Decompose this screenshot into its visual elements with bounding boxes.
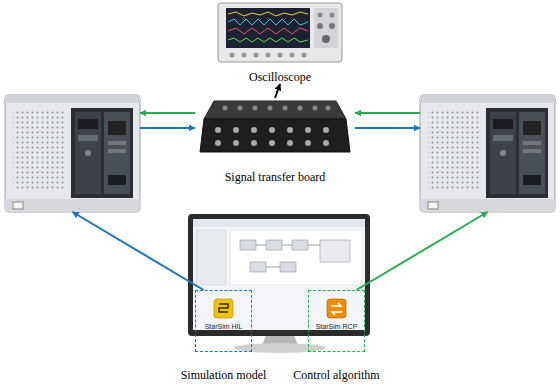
software-box: StarSim HILSimulation model <box>195 290 252 352</box>
oscilloscope-node: Oscilloscope <box>215 0 345 84</box>
signal-arrow <box>73 212 204 290</box>
software-box: StarSim RCPControl algorithm <box>308 290 365 352</box>
icon-caption: StarSim RCP <box>316 322 358 331</box>
signal-board-node: Signal transfer board <box>195 98 355 184</box>
pxi-chassis <box>5 95 140 212</box>
signal-board-image <box>200 101 350 152</box>
signal-arrow <box>140 127 195 129</box>
pxi-chassis-node <box>420 95 555 212</box>
node-label: Signal transfer board <box>225 170 326 184</box>
pxi-chassis <box>420 95 555 212</box>
starsim-hil-icon <box>214 299 233 318</box>
node-label: Control algorithm <box>293 368 379 382</box>
node-label: Simulation model <box>181 368 267 382</box>
computer-monitor <box>188 214 370 353</box>
signal-arrow <box>355 112 420 114</box>
node-label: Oscilloscope <box>249 70 311 84</box>
signal-arrow <box>356 212 487 290</box>
icon-caption: StarSim HIL <box>205 322 243 331</box>
starsim-rcp-icon <box>327 299 346 318</box>
signal-arrow <box>275 84 280 98</box>
signal-arrow <box>355 127 420 129</box>
oscilloscope-image <box>218 3 342 62</box>
signal-arrow <box>140 112 195 114</box>
pxi-chassis-node <box>5 95 140 212</box>
